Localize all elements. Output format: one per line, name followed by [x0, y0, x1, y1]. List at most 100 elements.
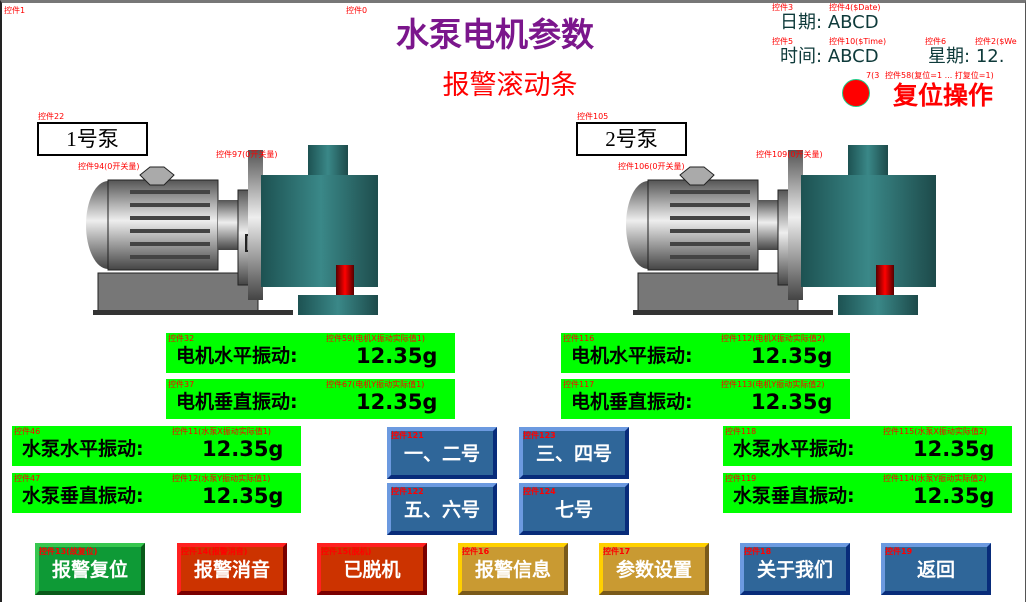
motor1-vertical-vibration: 控件37 控件67(电机Y振动实际值1) 电机垂直振动: 12.35g [166, 379, 455, 419]
button-label: 报警消音 [193, 559, 270, 581]
control-tag: 控件47 [14, 474, 41, 483]
button-label: 报警信息 [474, 559, 551, 581]
control-tag: 控件117 [563, 380, 595, 389]
offline-status-button[interactable]: 控件15(脱机) 已脱机 [317, 543, 427, 595]
control-tag: 控件97(0开关量) [216, 150, 278, 159]
control-tag: 控件122 [391, 487, 424, 496]
reading-label: 水泵水平振动: [733, 438, 855, 460]
alarm-info-button[interactable]: 控件16 报警信息 [458, 543, 568, 595]
reading-value: 12.35g [356, 344, 438, 368]
button-label: 已脱机 [343, 559, 401, 581]
pump2-motor-illustration [626, 145, 936, 315]
pump2-vertical-vibration: 控件119 控件114(水泵Y振动实际值2) 水泵垂直振动: 12.35g [723, 473, 1012, 513]
control-tag: 控件11(水泵X振动实际值1) [172, 427, 271, 436]
nav-pumps-1-2-button[interactable]: 控件121 一、二号 [387, 427, 497, 479]
reading-label: 电机水平振动: [176, 345, 298, 367]
control-tag: 控件105 [577, 112, 609, 121]
about-us-button[interactable]: 控件18 关于我们 [740, 543, 850, 595]
control-tag: 控件113(电机Y振动实际值2) [721, 380, 825, 389]
button-label: 报警复位 [51, 559, 128, 581]
control-tag: 控件67(电机Y振动实际值1) [326, 380, 425, 389]
reading-label: 水泵水平振动: [22, 438, 144, 460]
control-tag: 控件4($Date) [829, 3, 881, 12]
reading-value: 12.35g [202, 484, 284, 508]
reading-value: 12.35g [913, 484, 995, 508]
week-value: 12. [975, 46, 1005, 67]
reading-label: 水泵垂直振动: [22, 485, 144, 507]
date-label: 日期: [780, 12, 823, 33]
alarm-reset-button[interactable]: 控件13(故复位)报警复位 [35, 543, 145, 595]
control-tag: 控件119 [725, 474, 757, 483]
control-tag: 控件94(0开关量) [78, 162, 140, 171]
control-tag: 控件5 [772, 37, 794, 46]
alarm-scroll-bar: 报警滚动条 [442, 70, 578, 101]
nav-pumps-5-6-button[interactable]: 控件122 五、六号 [387, 483, 497, 535]
control-tag: 控件115(水泵X振动实际值2) [883, 427, 988, 436]
control-tag: 控件121 [391, 431, 424, 440]
parameter-settings-button[interactable]: 控件17 参数设置 [599, 543, 709, 595]
button-label: 三、四号 [535, 443, 612, 465]
nav-pump-7-button[interactable]: 控件124 七号 [519, 483, 629, 535]
button-label: 参数设置 [615, 559, 692, 581]
time-display: 时间: ABCD [780, 48, 879, 66]
date-value: ABCD [827, 12, 879, 33]
control-tag: 控件12(水泵Y振动实际值1) [172, 474, 271, 483]
reading-label: 电机垂直振动: [571, 391, 693, 413]
control-tag: 控件118 [725, 427, 757, 436]
control-tag: 控件124 [523, 487, 556, 496]
control-tag: 控件15(脱机) [321, 547, 372, 556]
control-tag: 控件14(报警消音) [181, 547, 248, 556]
control-tag: 控件6 [925, 37, 947, 46]
control-tag: 控件32 [168, 334, 195, 343]
week-display: 星期: 12. [928, 48, 1004, 66]
date-display: 日期: ABCD [780, 14, 879, 32]
pump1-motor-illustration [86, 145, 378, 315]
reading-value: 12.35g [356, 390, 438, 414]
page-title: 水泵电机参数 [396, 15, 594, 54]
week-label: 星期: [928, 46, 971, 67]
time-label: 时间: [780, 46, 823, 67]
nav-pumps-3-4-button[interactable]: 控件123 三、四号 [519, 427, 629, 479]
reading-label: 电机垂直振动: [176, 391, 298, 413]
control-tag: 7(3 [866, 71, 880, 80]
control-tag: 控件16 [462, 547, 490, 556]
motor2-horizontal-vibration: 控件116 控件112(电机X振动实际值2) 电机水平振动: 12.35g [561, 333, 850, 373]
reading-label: 电机水平振动: [571, 345, 693, 367]
button-label: 关于我们 [756, 559, 833, 581]
control-tag: 控件18 [744, 547, 772, 556]
button-label: 返回 [916, 559, 955, 581]
control-tag: 控件17 [603, 547, 631, 556]
time-value: ABCD [827, 46, 879, 67]
control-tag: 控件59(电机X振动实际值1) [326, 334, 425, 343]
button-label: 五、六号 [403, 499, 480, 521]
button-label: 一、二号 [403, 443, 480, 465]
control-tag: 控件46 [14, 427, 41, 436]
control-tag: 控件2($We [975, 37, 1017, 46]
control-tag: 控件116 [563, 334, 595, 343]
motor1-horizontal-vibration: 控件32 控件59(电机X振动实际值1) 电机水平振动: 12.35g [166, 333, 455, 373]
control-tag: 控件0 [346, 6, 368, 15]
reset-operation-button[interactable]: 复位操作 [893, 81, 994, 110]
reading-value: 12.35g [202, 437, 284, 461]
pump1-label: 1号泵 [37, 122, 148, 156]
control-tag: 控件123 [523, 431, 556, 440]
control-tag: 控件37 [168, 380, 195, 389]
reading-value: 12.35g [751, 344, 833, 368]
control-tag: 控件114(水泵Y振动实际值2) [883, 474, 987, 483]
button-label: 七号 [554, 499, 593, 521]
control-tag: 控件106(0开关量) [618, 162, 685, 171]
alarm-mute-button[interactable]: 控件14(报警消音) 报警消音 [177, 543, 287, 595]
control-tag: 控件22 [38, 112, 65, 121]
control-tag: 控件109(0开关量) [756, 150, 823, 159]
control-tag: 控件58(复位=1 ... 打复位=1) [885, 71, 994, 80]
reading-label: 水泵垂直振动: [733, 485, 855, 507]
control-tag: 控件10($Time) [829, 37, 887, 46]
pump1-horizontal-vibration: 控件46 控件11(水泵X振动实际值1) 水泵水平振动: 12.35g [12, 426, 301, 466]
status-lamp-icon [842, 79, 870, 107]
pump1-vertical-vibration: 控件47 控件12(水泵Y振动实际值1) 水泵垂直振动: 12.35g [12, 473, 301, 513]
pump2-label: 2号泵 [576, 122, 687, 156]
control-tag: 控件112(电机X振动实际值2) [721, 334, 826, 343]
